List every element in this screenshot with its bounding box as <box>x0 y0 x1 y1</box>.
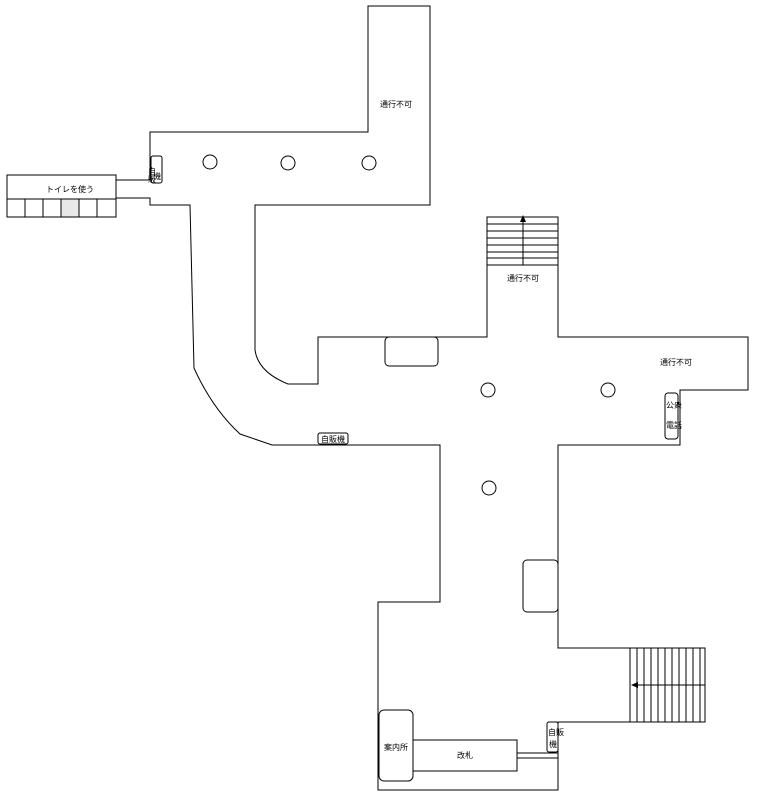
toilet-stall <box>96 198 117 218</box>
info-desk[interactable]: 案内所 <box>378 709 414 782</box>
toilet-area[interactable]: トイレを使う <box>6 174 117 218</box>
pillar-icon <box>480 382 496 398</box>
toilet-label: トイレを使う <box>46 184 94 194</box>
pillar-icon <box>361 155 377 171</box>
toilet-stall <box>42 198 62 218</box>
obstacle-box <box>522 559 559 613</box>
svg-text:自販: 自販 <box>148 166 157 184</box>
svg-text:公衆: 公衆 <box>666 400 682 410</box>
svg-text:改札: 改札 <box>457 750 473 760</box>
floor-outline <box>115 5 749 791</box>
svg-text:機: 機 <box>153 171 161 181</box>
svg-text:電話: 電話 <box>666 420 682 430</box>
pillar-icon <box>481 480 497 496</box>
obstacle-box <box>384 336 439 367</box>
svg-text:自販機: 自販機 <box>321 434 345 444</box>
pillar-icon <box>202 154 218 170</box>
no-passage-label-top: 通行不可 <box>380 99 412 109</box>
no-passage-label-right: 通行不可 <box>660 357 692 367</box>
ticket-gate[interactable]: 改札 <box>412 739 558 772</box>
vending-machine-top[interactable]: 自販 機 <box>148 155 163 184</box>
svg-text:案内所: 案内所 <box>384 742 408 752</box>
toilet-stall-highlighted <box>60 198 80 218</box>
toilet-stall <box>78 198 98 218</box>
vending-machine-bottom[interactable]: 自販 機 <box>546 721 564 753</box>
no-passage-label-stairs: 通行不可 <box>507 273 539 283</box>
toilet-stall <box>24 198 44 218</box>
svg-text:機: 機 <box>549 739 557 749</box>
svg-text:自販: 自販 <box>548 727 564 737</box>
toilet-stall <box>6 198 26 218</box>
stairs-icon[interactable] <box>629 647 706 723</box>
pillar-icon <box>600 382 616 398</box>
pillar-icon <box>280 155 296 171</box>
vending-machine-mid[interactable]: 自販機 <box>317 432 349 445</box>
public-phone[interactable]: 公衆 電話 <box>664 392 682 440</box>
stairs-icon[interactable] <box>486 215 559 266</box>
